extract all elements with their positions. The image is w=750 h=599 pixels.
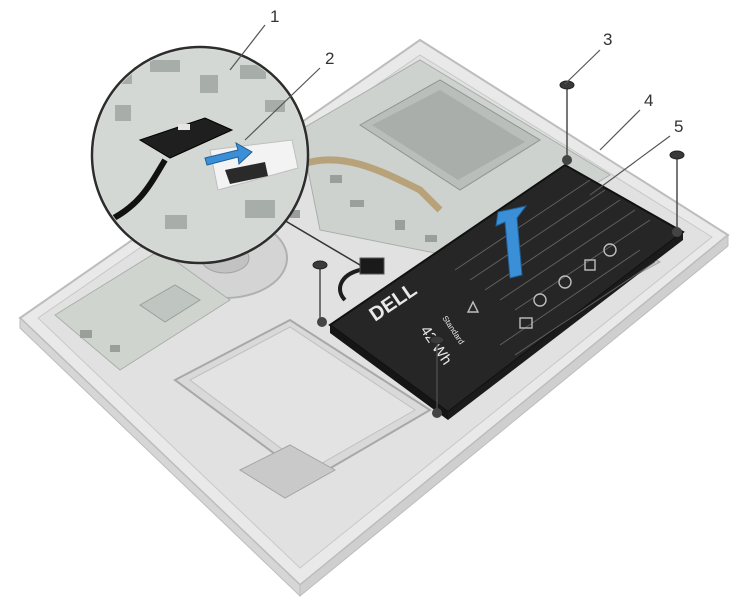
hard-drive	[173, 318, 432, 482]
callout-1: 1	[270, 7, 279, 26]
battery-cable	[338, 257, 385, 302]
screw-icon	[312, 260, 328, 322]
screw-icon	[429, 335, 445, 410]
battery: DELL 42 Wh Standard	[328, 163, 685, 420]
screw-icon	[559, 80, 575, 158]
detail-magnifier	[90, 45, 361, 266]
callout-5: 5	[674, 117, 683, 136]
callout-3: 3	[603, 30, 612, 49]
screws	[312, 80, 685, 418]
callout-2: 2	[325, 49, 334, 68]
callout-leaders	[229, 24, 671, 196]
io-board	[54, 249, 231, 371]
screw-icon	[669, 150, 685, 232]
lift-arrow	[495, 205, 528, 279]
callout-4: 4	[644, 91, 653, 110]
